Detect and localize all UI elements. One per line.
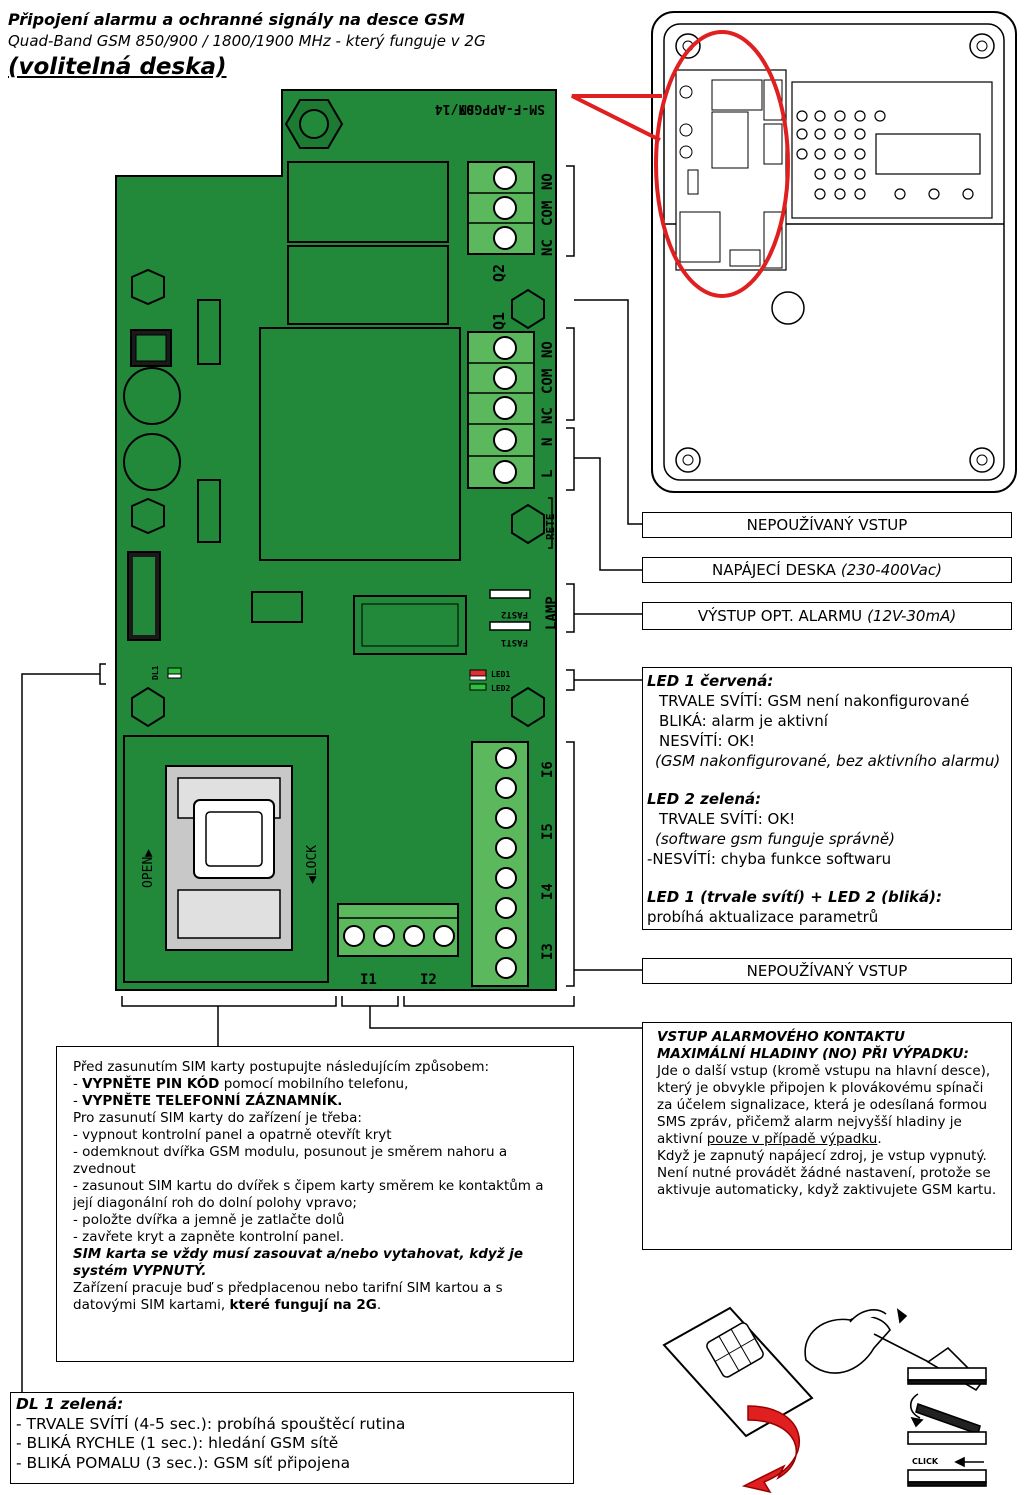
unused-input-label-bottom: NEPOUŽÍVANÝ VSTUP <box>642 958 1012 984</box>
svg-text:NC: NC <box>540 407 556 424</box>
click-label: CLICK <box>912 1457 939 1466</box>
dl1-info-box: DL 1 zelená: - TRVALE SVÍTÍ (4-5 sec.): … <box>10 1392 574 1484</box>
svg-text:FAST1: FAST1 <box>501 637 528 647</box>
optional-board-label: (volitelná deska) <box>8 54 227 80</box>
svg-text:I5: I5 <box>540 823 556 840</box>
slot-steps-illustration <box>907 1367 987 1487</box>
svg-text:FAST2: FAST2 <box>501 609 528 619</box>
insert-arrow-icon <box>741 1405 801 1494</box>
svg-text:N: N <box>540 438 556 446</box>
svg-text:I6: I6 <box>540 761 556 778</box>
callout-ellipse <box>654 30 790 298</box>
relay-q1 <box>287 245 449 325</box>
board-code: SM-F-APPGSM <box>459 101 545 116</box>
board-rev: 07/14 <box>435 101 474 116</box>
svg-text:LAMP: LAMP <box>544 596 560 630</box>
svg-text:RETE: RETE <box>544 514 557 541</box>
enclosure-drawing <box>571 11 1017 493</box>
alarm-output-label: VÝSTUP OPT. ALARMU(12V-30mA) <box>642 602 1012 630</box>
relay-q2 <box>287 161 449 243</box>
svg-text:LED1: LED1 <box>491 670 510 679</box>
svg-text:I1: I1 <box>360 972 377 988</box>
sim-card-illustration <box>662 1306 814 1438</box>
sim-instructions-box: Před zasunutím SIM karty postupujte násl… <box>56 1046 574 1362</box>
callout-pointer <box>571 94 662 142</box>
svg-text:NO: NO <box>540 173 556 190</box>
svg-text:DL1: DL1 <box>151 665 160 680</box>
alarm-input-box: VSTUP ALARMOVÉHO KONTAKTU MAXIMÁLNÍ HLAD… <box>642 1022 1012 1250</box>
svg-text:I3: I3 <box>540 943 556 960</box>
svg-text:I2: I2 <box>420 972 437 988</box>
svg-text:I4: I4 <box>540 883 556 900</box>
svg-text:NC: NC <box>540 239 556 256</box>
page-title: Připojení alarmu a ochranné signály na d… <box>8 10 465 29</box>
svg-text:L: L <box>540 470 556 478</box>
svg-text:◀LOCK: ◀LOCK <box>305 845 320 884</box>
power-board-label: NAPÁJECÍ DESKA(230-400Vac) <box>642 557 1012 583</box>
unused-input-label-top: NEPOUŽÍVANÝ VSTUP <box>642 512 1012 538</box>
svg-text:COM: COM <box>540 369 556 394</box>
led1 <box>469 669 487 677</box>
terminal-i3-i6 <box>471 741 529 987</box>
led2 <box>469 683 487 691</box>
svg-text:Q1: Q1 <box>490 312 508 330</box>
svg-text:COM: COM <box>540 201 556 226</box>
svg-text:LED2: LED2 <box>491 684 510 693</box>
page-subtitle: Quad-Band GSM 850/900 / 1800/1900 MHz - … <box>8 32 486 50</box>
svg-text:Q2: Q2 <box>490 264 508 282</box>
svg-text:NO: NO <box>540 341 556 358</box>
transformer <box>259 327 461 561</box>
svg-text:OPEN▶: OPEN▶ <box>141 849 156 888</box>
led-info-box: LED 1 červená: TRVALE SVÍTÍ: GSM není na… <box>642 667 1012 930</box>
led-dl1 <box>167 667 182 675</box>
